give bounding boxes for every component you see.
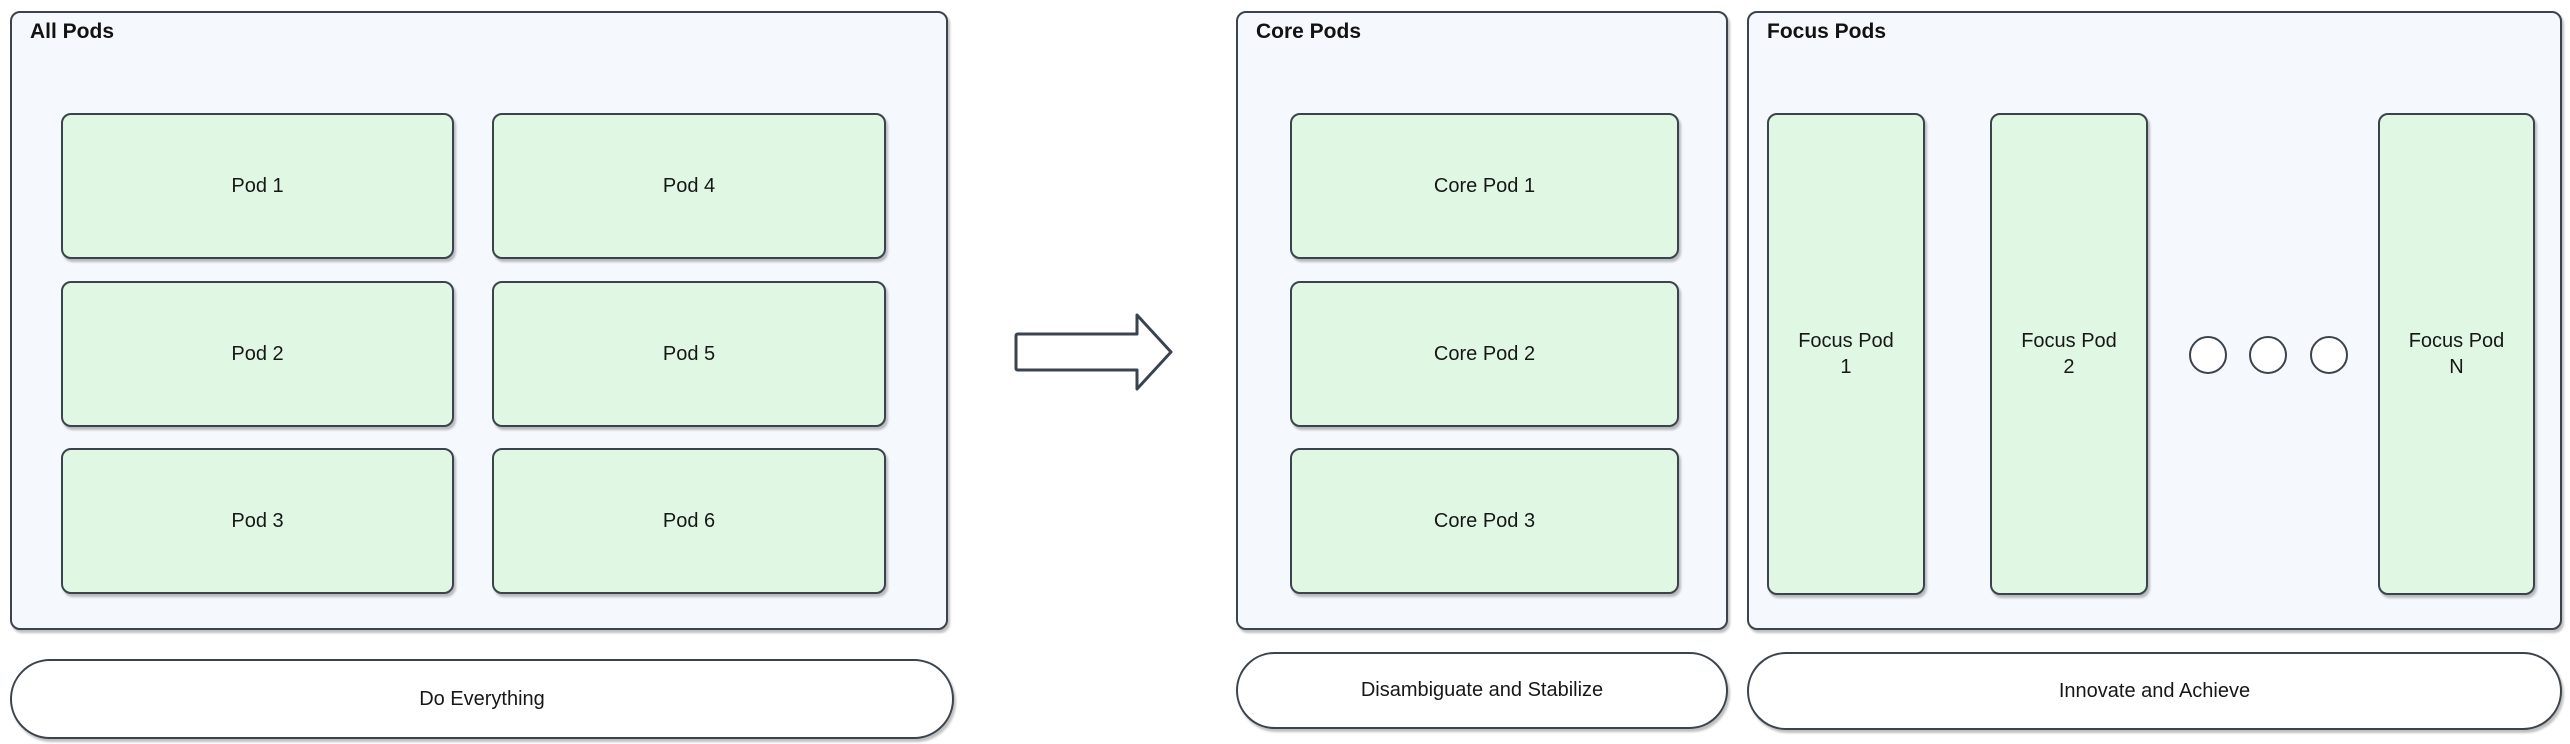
- core-pod-1: Core Pod 1: [1290, 113, 1679, 259]
- ellipsis-circle-2: [2249, 336, 2287, 374]
- core-pod-3: Core Pod 3: [1290, 448, 1679, 594]
- focus-pod-2: Focus Pod 2: [1990, 113, 2148, 595]
- pod-5: Pod 5: [492, 281, 886, 427]
- core-pods-title: Core Pods: [1256, 20, 1362, 43]
- pod-4-label: Pod 4: [662, 175, 716, 197]
- disambiguate-stabilize-pill: Disambiguate and Stabilize: [1236, 652, 1728, 729]
- pod-3-label: Pod 3: [231, 510, 284, 532]
- pod-5-label: Pod 5: [662, 343, 716, 365]
- all-pods-container: All Pods Pod 1 Pod 4 Pod 2 Pod 5 Pod 3 P…: [10, 11, 948, 630]
- core-pods-container: Core Pods Core Pod 1 Core Pod 2 Core Pod…: [1236, 11, 1728, 630]
- focus-pod-n-label: Focus Pod N: [2408, 330, 2505, 378]
- focus-pod-1: Focus Pod 1: [1767, 113, 1925, 595]
- right-block-arrow-icon: [1014, 313, 1173, 391]
- pod-4: Pod 4: [492, 113, 886, 259]
- pod-1: Pod 1: [61, 113, 454, 259]
- pod-2-label: Pod 2: [231, 343, 284, 365]
- ellipsis-circle-3: [2310, 336, 2348, 374]
- pod-6-label: Pod 6: [662, 510, 716, 532]
- pod-3: Pod 3: [61, 448, 454, 594]
- core-pod-2-label: Core Pod 2: [1433, 343, 1536, 365]
- core-pod-3-label: Core Pod 3: [1433, 510, 1536, 532]
- focus-pods-container: Focus Pods Focus Pod 1 Focus Pod 2 Focus…: [1747, 11, 2562, 630]
- focus-pods-title: Focus Pods: [1767, 20, 1887, 43]
- core-pod-1-label: Core Pod 1: [1433, 175, 1536, 197]
- focus-pod-1-label: Focus Pod 1: [1798, 330, 1894, 378]
- disambiguate-stabilize-label: Disambiguate and Stabilize: [1360, 679, 1604, 701]
- all-pods-title: All Pods: [30, 20, 115, 43]
- pod-2: Pod 2: [61, 281, 454, 427]
- focus-pod-2-label: Focus Pod 2: [2021, 330, 2117, 378]
- pod-1-label: Pod 1: [231, 175, 284, 197]
- ellipsis-circle-1: [2189, 336, 2227, 374]
- pod-6: Pod 6: [492, 448, 886, 594]
- core-pod-2: Core Pod 2: [1290, 281, 1679, 427]
- do-everything-label: Do Everything: [419, 687, 545, 710]
- focus-pod-n: Focus Pod N: [2378, 113, 2535, 595]
- do-everything-pill: Do Everything: [10, 659, 954, 739]
- innovate-achieve-label: Innovate and Achieve: [2058, 679, 2251, 702]
- innovate-achieve-pill: Innovate and Achieve: [1747, 652, 2562, 730]
